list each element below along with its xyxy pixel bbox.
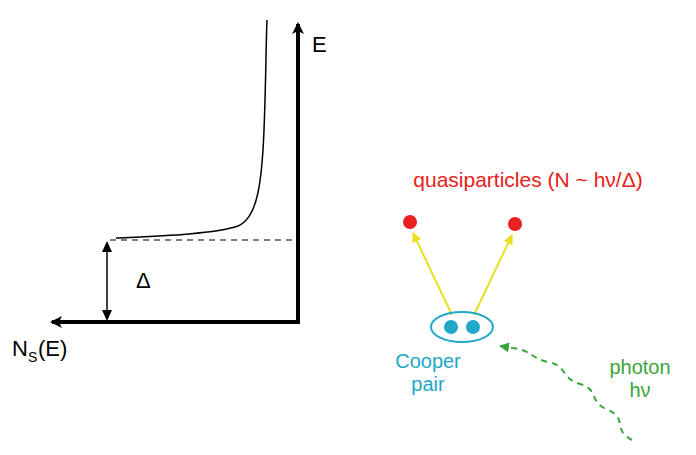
dos-curve [116,20,267,238]
dos-axis [52,320,300,324]
gap-edge-line [110,239,298,240]
breakup-arrow [474,235,512,315]
quasiparticle-label: quasiparticles (N ~ hν/Δ) [413,168,642,192]
axis-label: (E) [38,336,67,361]
cooper-pair-label: Cooper pair [393,350,463,396]
quasiparticle-dot [403,215,417,229]
gap-label: Δ [136,268,151,293]
axis-label: E [312,32,327,57]
cooper-pair-ellipse [431,312,493,342]
electron-dot [444,320,458,334]
axis-subscript: S [28,349,37,365]
breakup-arrow [413,233,452,315]
energy-axis [296,24,300,324]
photon-label: photon hν [605,356,675,402]
gap-arrow [106,250,108,312]
electron-dot [466,320,480,334]
quasiparticle-dot [508,217,522,231]
axis-label: N [12,336,28,361]
